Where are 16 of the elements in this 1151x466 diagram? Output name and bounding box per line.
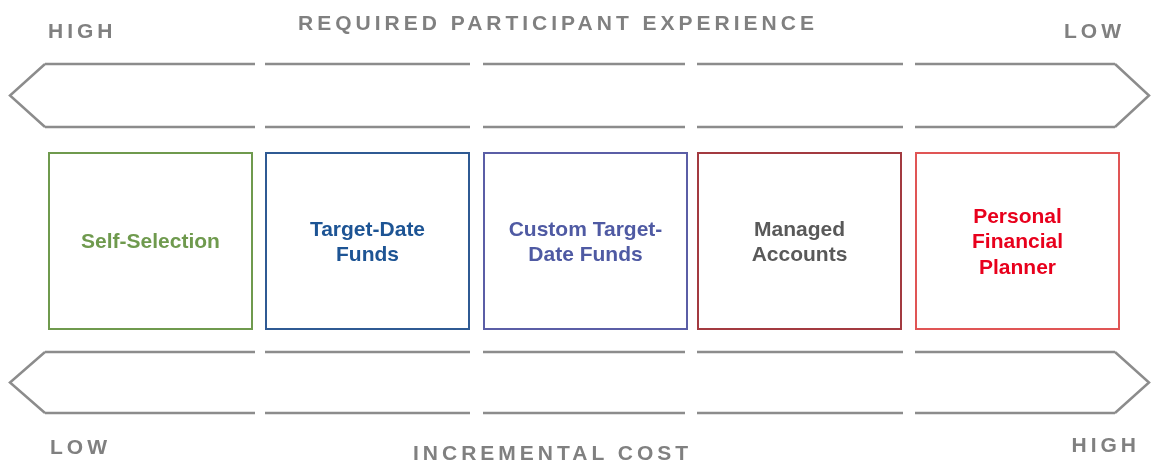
option-box bbox=[483, 152, 688, 330]
scale-label: INCREMENTAL COST bbox=[413, 442, 693, 463]
option-name: Custom Target-Date Funds bbox=[507, 215, 664, 267]
scale-label: HIGH bbox=[1071, 434, 1140, 455]
scale-label: REQUIRED PARTICIPANT EXPERIENCE bbox=[298, 12, 818, 33]
option-box bbox=[697, 152, 902, 330]
option-box bbox=[915, 152, 1120, 330]
option-box bbox=[265, 152, 470, 330]
option-box bbox=[48, 152, 253, 330]
option-name: Target-Date Funds bbox=[308, 215, 427, 267]
option-name: Self-Selection bbox=[80, 228, 221, 254]
option-name: Personal Financial Planner bbox=[971, 203, 1064, 279]
scale-label: HIGH bbox=[48, 20, 117, 41]
scale-label: LOW bbox=[50, 436, 111, 457]
option-name: Managed Accounts bbox=[750, 215, 849, 267]
scale-label: LOW bbox=[1064, 20, 1125, 41]
